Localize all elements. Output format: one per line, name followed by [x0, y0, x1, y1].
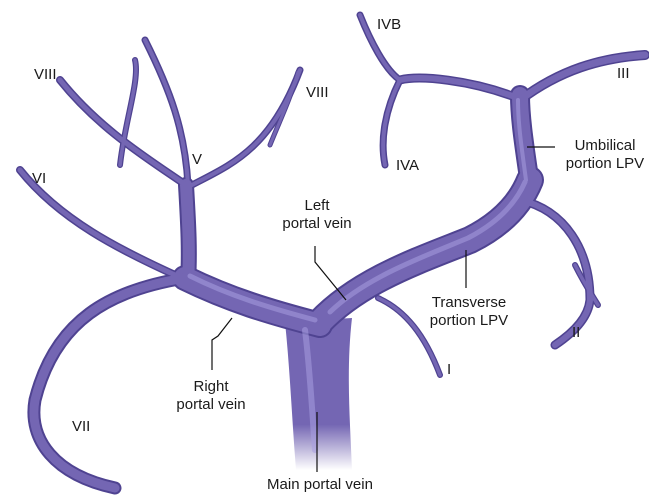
label-segment-iva: IVA — [396, 157, 419, 175]
label-segment-v: V — [192, 151, 202, 169]
segment-viii-right-twig-fill — [270, 72, 298, 145]
label-right-pv-line2: portal vein — [156, 396, 266, 414]
label-segment-viii-right: VIII — [306, 84, 329, 102]
label-segment-ii: II — [572, 324, 580, 342]
segment-viii-right-fill — [192, 70, 300, 185]
label-segment-viii-left: VIII — [34, 66, 57, 84]
label-transverse-line1: Transverse — [414, 294, 524, 312]
label-umbilical-portion: Umbilical portion LPV — [560, 137, 649, 173]
label-segment-ivb: IVB — [377, 16, 401, 34]
label-segment-vi: VI — [32, 170, 46, 188]
right-pv-leader — [212, 318, 232, 370]
label-umbilical-line2: portion LPV — [560, 155, 649, 173]
label-main-portal-vein: Main portal vein — [236, 476, 404, 494]
label-segment-i: I — [447, 361, 451, 379]
label-left-portal-vein: Left portal vein — [262, 197, 372, 233]
label-umbilical-line1: Umbilical — [560, 137, 649, 155]
label-segment-iii: III — [617, 65, 630, 83]
segment-viii-right-branch — [192, 70, 300, 185]
label-right-pv-line1: Right — [156, 378, 266, 396]
label-left-pv-line1: Left — [262, 197, 372, 215]
label-transverse-line2: portion LPV — [414, 312, 524, 330]
label-right-portal-vein: Right portal vein — [156, 378, 266, 414]
segment-v-fill — [186, 185, 189, 282]
label-segment-vii: VII — [72, 418, 90, 436]
label-left-pv-line2: portal vein — [262, 215, 372, 233]
main-portal-vein-trunk — [285, 318, 352, 470]
label-transverse-portion: Transverse portion LPV — [414, 294, 524, 330]
